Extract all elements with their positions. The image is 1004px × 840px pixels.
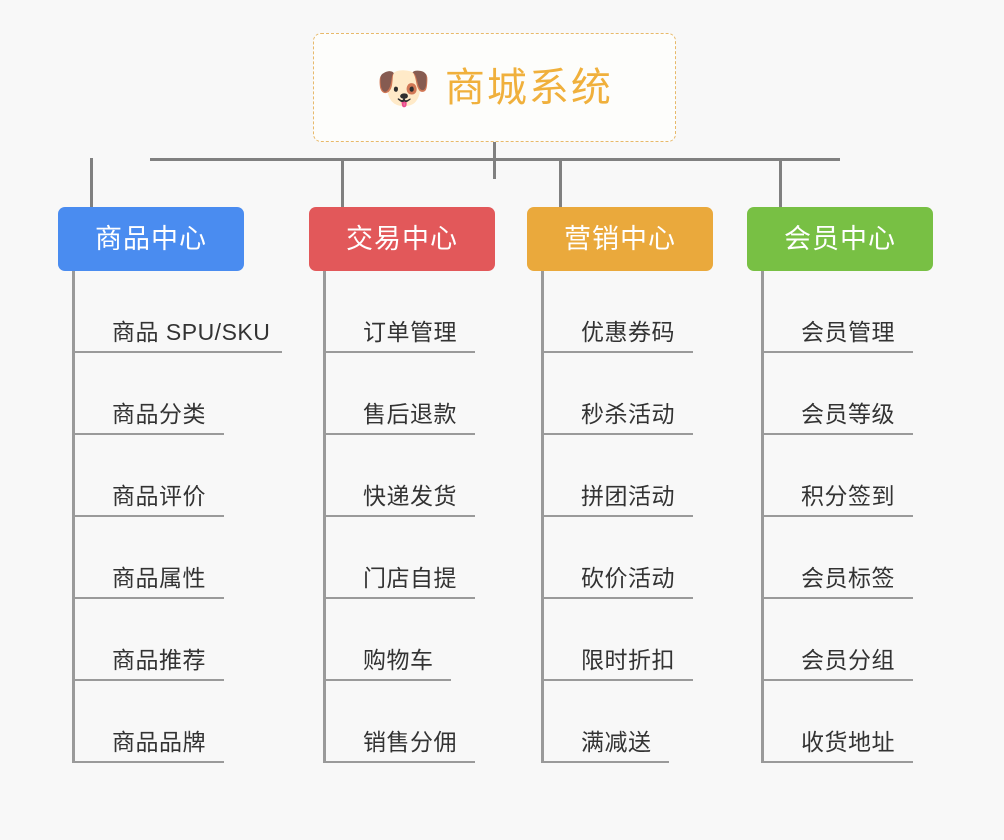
- leaf-spine: [761, 271, 764, 763]
- category-header-1[interactable]: 商品中心: [58, 207, 244, 271]
- leaf-item-label: 售后退款: [363, 401, 457, 428]
- leaf-item-label: 会员管理: [801, 319, 895, 346]
- leaf-item-label: 快递发货: [363, 483, 457, 510]
- leaf-item-label: 满减送: [581, 729, 652, 756]
- leaf-item[interactable]: 优惠券码: [541, 271, 693, 353]
- leaf-item-label: 会员分组: [801, 647, 895, 674]
- leaf-item[interactable]: 限时折扣: [541, 599, 693, 681]
- leaf-item-label: 商品 SPU/SKU: [112, 319, 271, 346]
- leaf-column-4: 会员管理会员等级积分签到会员标签会员分组收货地址: [761, 271, 1004, 763]
- leaf-item[interactable]: 满减送: [541, 681, 669, 763]
- leaf-spine: [72, 271, 75, 763]
- root-node[interactable]: 🐶 商城系统: [313, 33, 676, 142]
- leaf-item[interactable]: 商品品牌: [72, 681, 224, 763]
- leaf-item[interactable]: 商品评价: [72, 435, 224, 517]
- leaf-item[interactable]: 订单管理: [323, 271, 475, 353]
- leaf-item-label: 拼团活动: [581, 483, 675, 510]
- leaf-item[interactable]: 会员分组: [761, 599, 913, 681]
- connector-horizontal-bar: [150, 158, 840, 161]
- leaf-item-label: 秒杀活动: [581, 401, 675, 428]
- leaf-spine: [323, 271, 326, 763]
- leaf-item-label: 商品属性: [112, 565, 206, 592]
- leaf-item[interactable]: 商品分类: [72, 353, 224, 435]
- leaf-item[interactable]: 购物车: [323, 599, 451, 681]
- category-label: 会员中心: [784, 223, 896, 254]
- leaf-item-label: 购物车: [363, 647, 434, 674]
- leaf-item[interactable]: 商品推荐: [72, 599, 224, 681]
- leaf-column-2: 订单管理售后退款快递发货门店自提购物车销售分佣: [323, 271, 583, 763]
- leaf-item[interactable]: 拼团活动: [541, 435, 693, 517]
- leaf-item-label: 商品评价: [112, 483, 206, 510]
- category-header-4[interactable]: 会员中心: [747, 207, 933, 271]
- category-label: 营销中心: [564, 223, 676, 254]
- leaf-item-label: 优惠券码: [581, 319, 675, 346]
- leaf-item[interactable]: 售后退款: [323, 353, 475, 435]
- leaf-item[interactable]: 商品属性: [72, 517, 224, 599]
- connector-drop-1: [90, 158, 93, 207]
- leaf-item-label: 收货地址: [801, 729, 895, 756]
- category-label: 交易中心: [346, 223, 458, 254]
- leaf-item[interactable]: 积分签到: [761, 435, 913, 517]
- connector-drop-2: [341, 158, 344, 207]
- leaf-item[interactable]: 会员等级: [761, 353, 913, 435]
- leaf-item[interactable]: 销售分佣: [323, 681, 475, 763]
- leaf-item[interactable]: 商品 SPU/SKU: [72, 271, 282, 353]
- dog-face-icon: 🐶: [376, 63, 431, 113]
- leaf-item[interactable]: 会员标签: [761, 517, 913, 599]
- leaf-item-label: 订单管理: [363, 319, 457, 346]
- category-header-3[interactable]: 营销中心: [527, 207, 713, 271]
- leaf-item[interactable]: 秒杀活动: [541, 353, 693, 435]
- leaf-item-label: 商品品牌: [112, 729, 206, 756]
- leaf-item-label: 门店自提: [363, 565, 457, 592]
- leaf-column-1: 商品 SPU/SKU 商品分类商品评价商品属性商品推荐商品品牌: [72, 271, 332, 763]
- root-title: 商城系统: [444, 65, 613, 110]
- leaf-item-label: 积分签到: [801, 483, 895, 510]
- leaf-item-label: 限时折扣: [581, 647, 675, 674]
- leaf-item-label: 会员等级: [801, 401, 895, 428]
- leaf-item[interactable]: 收货地址: [761, 681, 913, 763]
- leaf-item[interactable]: 会员管理: [761, 271, 913, 353]
- connector-drop-4: [779, 158, 782, 207]
- leaf-item[interactable]: 快递发货: [323, 435, 475, 517]
- leaf-spine: [541, 271, 544, 763]
- leaf-item-label: 会员标签: [801, 565, 895, 592]
- leaf-item-label: 销售分佣: [363, 729, 457, 756]
- category-label: 商品中心: [95, 223, 207, 254]
- leaf-item[interactable]: 砍价活动: [541, 517, 693, 599]
- category-header-2[interactable]: 交易中心: [309, 207, 495, 271]
- leaf-item-label: 砍价活动: [581, 565, 675, 592]
- leaf-item-label: 商品推荐: [112, 647, 206, 674]
- connector-drop-3: [559, 158, 562, 207]
- leaf-item[interactable]: 门店自提: [323, 517, 475, 599]
- leaf-item-label: 商品分类: [112, 401, 206, 428]
- leaf-column-3: 优惠券码秒杀活动拼团活动砍价活动限时折扣满减送: [541, 271, 801, 763]
